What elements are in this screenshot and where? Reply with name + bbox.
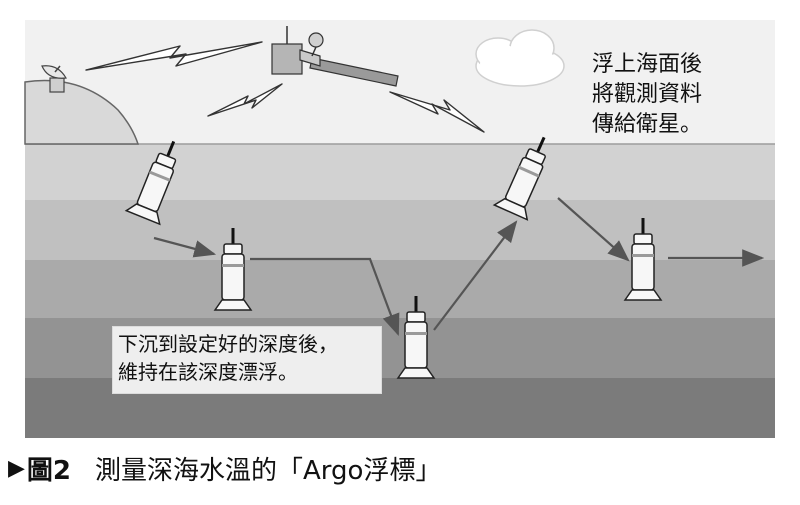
surface-note-line: 傳給衛星。: [592, 112, 703, 137]
cloud-icon: [475, 29, 565, 87]
depth-note-box: [112, 326, 382, 394]
surface-note-line: 將觀測資料: [592, 82, 703, 107]
signal-bolts: [85, 41, 485, 133]
sky: [25, 20, 775, 144]
figure-caption: ▶ 圖2 測量深海水溫的「Argo浮標」: [8, 448, 441, 488]
satellite-icon: [271, 26, 399, 87]
trajectory-arrows: [153, 197, 765, 337]
depth-note: 下沉到設定好的深度後， 維持在該深度漂浮。: [118, 330, 338, 386]
caption-marker-icon: ▶: [8, 455, 25, 481]
surface-note: 浮上海面後 將觀測資料 傳給衛星。: [592, 50, 732, 140]
depth-note-line: 維持在該深度漂浮。: [118, 360, 298, 384]
satellite-dish-icon: [41, 65, 67, 93]
figure-title: 測量深海水溫的「Argo浮標」: [95, 455, 442, 486]
surface-note-line: 浮上海面後: [592, 52, 703, 77]
figure-label: 圖2: [26, 455, 72, 486]
depth-note-line: 下沉到設定好的深度後，: [118, 332, 338, 356]
